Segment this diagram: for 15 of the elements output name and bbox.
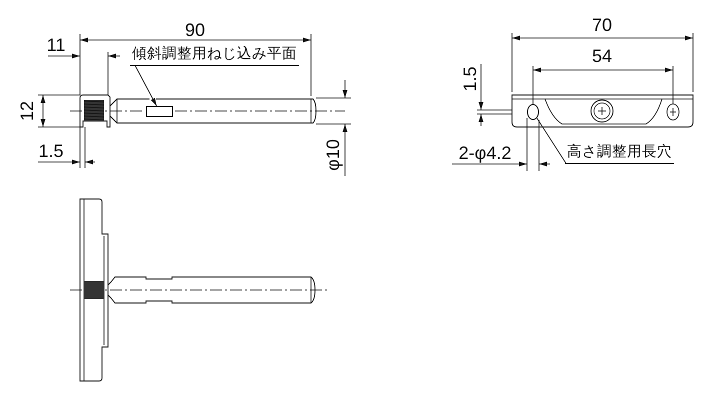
- dimension-text: 1.5: [461, 66, 479, 92]
- leader-line: [134, 65, 157, 106]
- leader-line: [536, 118, 566, 164]
- dimension-text: 11: [46, 36, 66, 54]
- slot-hole: [527, 104, 539, 120]
- dimension-text: 1.5: [38, 142, 64, 160]
- dimension-text: 2-φ4.2: [458, 144, 512, 162]
- dimension-text: φ10: [324, 139, 342, 171]
- callout-text: 高さ調整用長穴: [565, 144, 674, 164]
- flat-surface: [146, 106, 173, 117]
- dimension-text: 90: [184, 21, 206, 39]
- dimension-text: 70: [592, 16, 612, 34]
- dimension-text: 54: [592, 47, 612, 65]
- callout-text: 傾斜調整用ねじ込み平面: [130, 46, 299, 66]
- dimension-text: 12: [18, 100, 36, 122]
